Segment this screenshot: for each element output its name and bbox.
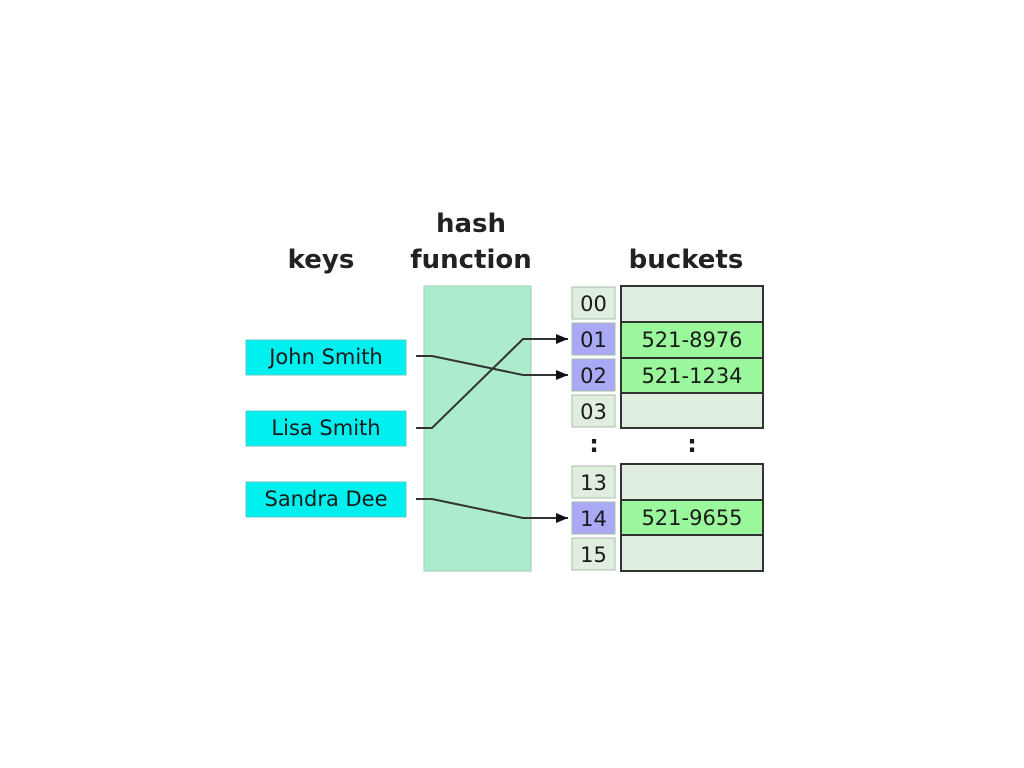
index-label: 00 [580,292,607,316]
index-label: 14 [580,507,607,531]
key-label: Sandra Dee [264,487,387,511]
bucket-index-01: 01 [571,322,616,356]
arrow-john-smith-to-02 [416,355,568,380]
bucket-index-02: 02 [571,358,616,392]
bucket-index-column: 00 01 02 03 13 14 15 [571,286,616,571]
bucket-index-00: 00 [571,286,616,320]
bucket-cell-14: 521-9655 [620,499,764,536]
bucket-value: 521-9655 [641,506,742,530]
bucket-cell-13 [620,463,764,501]
bucket-cell [620,321,764,359]
index-cell [571,501,616,535]
bucket-value: 521-1234 [641,364,742,388]
key-label: John Smith [267,345,383,369]
bucket-value: 521-8976 [641,328,742,352]
key-box [245,410,407,447]
bucket-cell-03 [620,392,764,429]
bucket-cell-02: 521-1234 [620,357,764,394]
key-sandra-dee: Sandra Dee [245,481,407,518]
index-ellipsis: : [589,430,599,458]
arrow-lisa-smith-to-01 [416,334,568,429]
arrow-sandra-dee-to-14 [416,498,568,523]
key-lisa-smith: Lisa Smith [245,410,407,447]
index-cell [571,465,616,499]
index-label: 02 [580,364,607,388]
index-label: 13 [580,471,607,495]
index-cell [571,394,616,428]
index-label: 01 [580,328,607,352]
index-cell [571,286,616,320]
bucket-ellipsis: : [687,430,697,458]
index-cell [571,358,616,392]
index-label: 15 [580,543,607,567]
hash-header-line1: hash [436,209,506,239]
bucket-value-column: 521-8976 521-1234 521-9655 [620,285,764,572]
bucket-index-14: 14 [571,501,616,535]
key-box [245,481,407,518]
keys-header: keys [288,245,355,275]
keys-group: John Smith Lisa Smith Sandra Dee [245,339,407,518]
bucket-cell-15 [620,534,764,572]
key-label: Lisa Smith [271,416,380,440]
bucket-index-15: 15 [571,537,616,571]
bucket-cell-01: 521-8976 [620,321,764,359]
bucket-index-03: 03 [571,394,616,428]
key-john-smith: John Smith [245,339,407,376]
key-box [245,339,407,376]
index-cell [571,322,616,356]
mapping-arrows [416,334,568,523]
bucket-index-13: 13 [571,465,616,499]
index-cell [571,537,616,571]
buckets-header: buckets [629,245,744,275]
hash-header-line2: function [410,245,531,275]
hash-function-box [423,285,532,572]
index-label: 03 [580,400,607,424]
bucket-cell-00 [620,285,764,323]
bucket-cell [620,357,764,394]
